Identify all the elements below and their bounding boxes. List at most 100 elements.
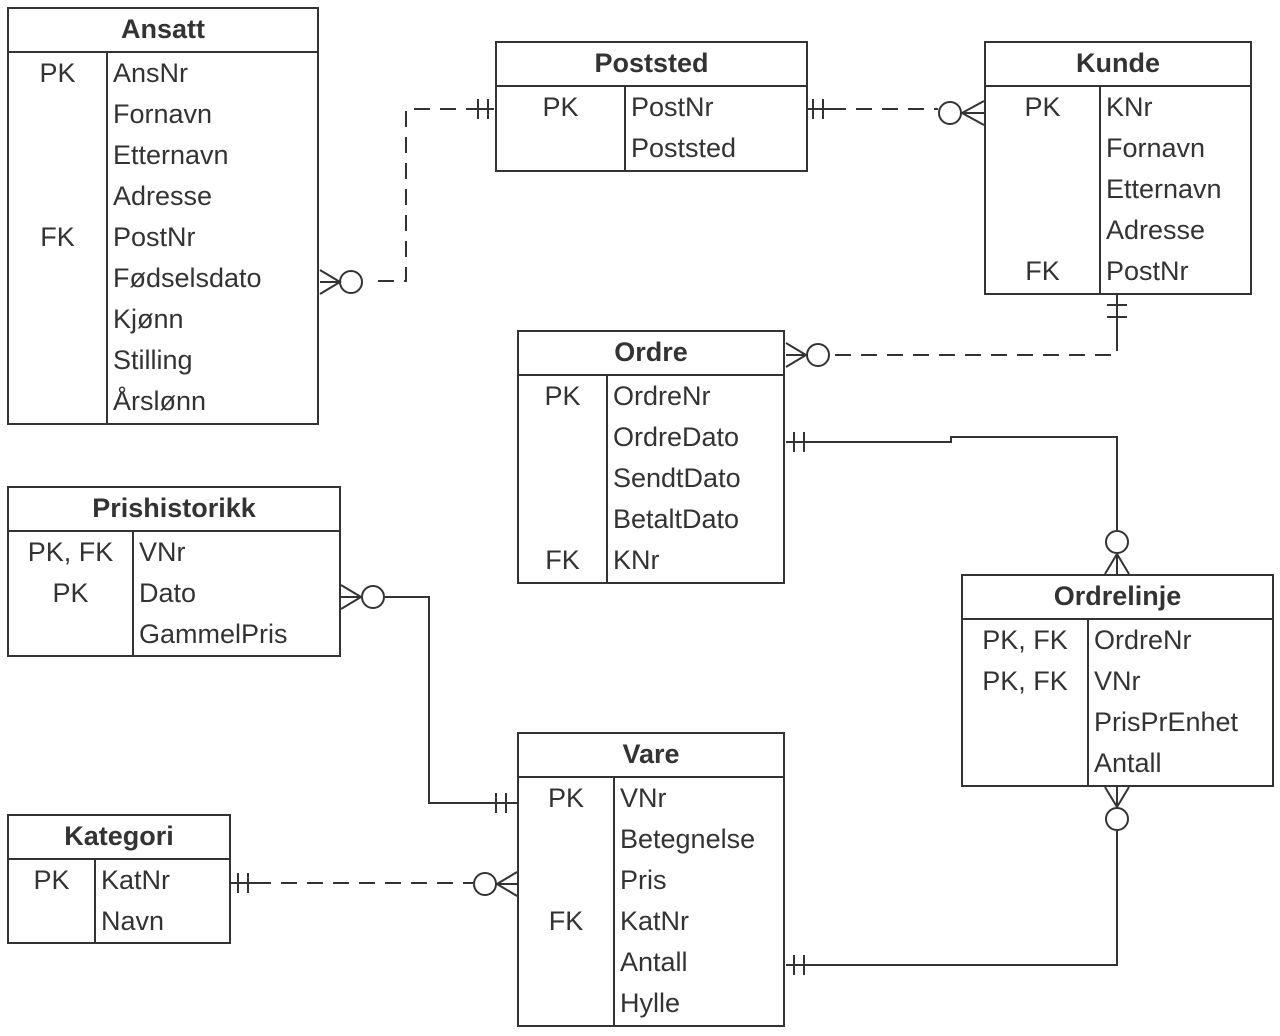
attribute-row: Poststed [497,128,806,169]
attribute-name: Pris [620,865,667,895]
relationship-vare-prishistorikk[interactable] [340,584,517,813]
relationship-poststed-ansatt[interactable] [319,99,494,295]
entity-body: PK KNr Fornavn Etternavn Adresse FK PostNr [986,87,1250,293]
attribute-name: Etternavn [113,140,229,170]
attribute-name: OrdreDato [613,422,740,452]
column-divider [94,860,96,942]
attribute-name: PostNr [1106,256,1189,286]
attribute-name: Betegnelse [620,824,756,854]
relationship-kunde-ordre[interactable] [785,295,1127,368]
attribute-name: Kjønn [113,304,184,334]
key-label: PK [1024,92,1061,122]
attribute-row: FK PostNr [986,251,1250,292]
entity-body: PK AnsNr Fornavn Etternavn Adresse FK Post… [9,53,317,423]
relationship-vare-ordrelinje[interactable] [786,786,1130,975]
key-label: PK [547,783,585,813]
attribute-row: GammelPris [9,614,339,655]
attribute-name: Årslønn [113,386,207,416]
attribute-row: Betegnelse [519,819,783,860]
attribute-name: PostNr [631,92,714,122]
attribute-name: Stilling [113,345,193,375]
attribute-row: Adresse [9,176,317,217]
key-label: PK, FK [982,666,1068,696]
entity-title: Prishistorikk [9,488,339,532]
attribute-name: KNr [1106,92,1153,122]
relationship-kategori-vare[interactable] [231,871,518,897]
attribute-row: Stilling [9,340,317,381]
attribute-name: KatNr [101,865,171,895]
attribute-row: PK AnsNr [9,53,317,94]
attribute-row: Fornavn [986,128,1250,169]
relationship-poststed-kunde[interactable] [808,99,985,126]
attribute-name: Fornavn [113,99,213,129]
attribute-row: OrdreDato [519,417,783,458]
entity-kunde[interactable]: Kunde PK KNr Fornavn Etternavn Adresse FK… [984,41,1252,295]
entity-ansatt[interactable]: Ansatt PK AnsNr Fornavn Etternavn Adresse… [7,7,319,425]
attribute-name: OrdreNr [613,381,711,411]
attribute-row: FK KatNr [519,901,783,942]
key-label: PK [542,92,579,122]
attribute-row: PrisPrEnhet [963,702,1272,743]
attribute-row: Årslønn [9,381,317,422]
entity-title: Poststed [497,43,806,87]
attribute-name: OrdreNr [1094,625,1192,655]
attribute-name: Fødselsdato [113,263,262,293]
key-label: FK [40,222,75,252]
entity-body: PK PostNr Poststed [497,87,806,170]
entity-poststed[interactable]: Poststed PK PostNr Poststed [495,41,808,172]
attribute-name: KatNr [620,906,690,936]
column-divider [106,53,108,423]
attribute-row: Hylle [519,983,783,1024]
attribute-name: GammelPris [139,619,288,649]
attribute-row: Etternavn [986,169,1250,210]
column-divider [132,532,134,655]
column-divider [606,376,608,582]
column-divider [624,87,626,170]
attribute-row: Fornavn [9,94,317,135]
attribute-row: FK PostNr [9,217,317,258]
attribute-row: PK, FK VNr [963,661,1272,702]
attribute-name: VNr [1094,666,1141,696]
key-label: FK [548,906,584,936]
entity-title: Ordrelinje [963,576,1272,620]
attribute-name: BetaltDato [613,504,740,534]
column-divider [1087,620,1089,785]
attribute-name: VNr [139,537,186,567]
attribute-name: Navn [101,906,165,936]
attribute-name: Antall [1094,748,1162,778]
key-label: PK [39,58,76,88]
attribute-name: VNr [620,783,667,813]
attribute-row: Pris [519,860,783,901]
attribute-row: PK VNr [519,778,783,819]
column-divider [613,778,615,1025]
attribute-name: PostNr [113,222,196,252]
attribute-name: Adresse [113,181,213,211]
entity-title: Ansatt [9,9,317,53]
attribute-row: Adresse [986,210,1250,251]
relationship-ordre-ordrelinje[interactable] [786,432,1130,575]
key-label: PK [52,578,89,608]
attribute-name: AnsNr [113,58,189,88]
entity-title: Kunde [986,43,1250,87]
attribute-row: Fødselsdato [9,258,317,299]
key-label: FK [1025,256,1060,286]
attribute-row: Etternavn [9,135,317,176]
attribute-name: SendtDato [613,463,741,493]
attribute-row: BetaltDato [519,499,783,540]
attribute-row: Navn [9,901,229,942]
